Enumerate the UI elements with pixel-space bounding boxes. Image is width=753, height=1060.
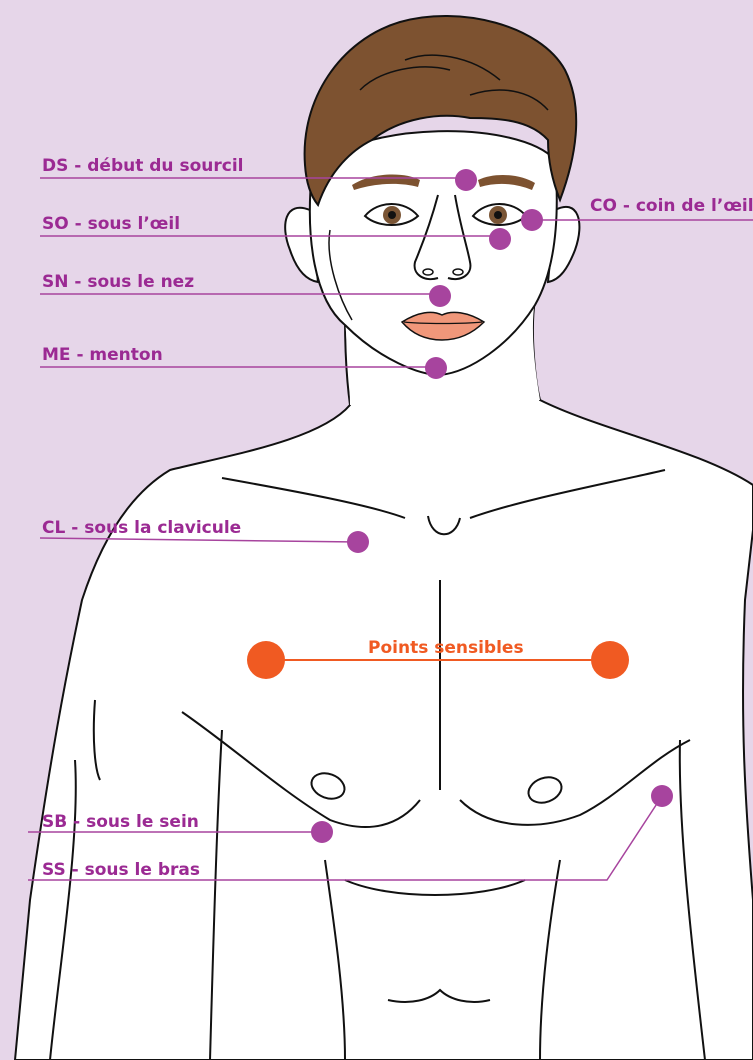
point-cl [347, 531, 369, 553]
diagram-title: Points sensibles [368, 638, 524, 658]
accent-point-left [247, 641, 285, 679]
label-sn: SN - sous le nez [42, 272, 194, 292]
point-sn [429, 285, 451, 307]
point-so [489, 228, 511, 250]
label-me: ME - menton [42, 345, 163, 365]
point-sb [311, 821, 333, 843]
point-ss [651, 785, 673, 807]
label-sb: SB - sous le sein [42, 812, 199, 832]
label-co: CO - coin de l’œil [590, 196, 753, 216]
torso [15, 300, 753, 1060]
point-ds [455, 169, 477, 191]
label-so: SO - sous l’œil [42, 214, 180, 234]
point-co [521, 209, 543, 231]
label-cl: CL - sous la clavicule [42, 518, 241, 538]
label-ss: SS - sous le bras [42, 860, 200, 880]
point-me [425, 357, 447, 379]
accent-point-right [591, 641, 629, 679]
label-ds: DS - début du sourcil [42, 156, 243, 176]
